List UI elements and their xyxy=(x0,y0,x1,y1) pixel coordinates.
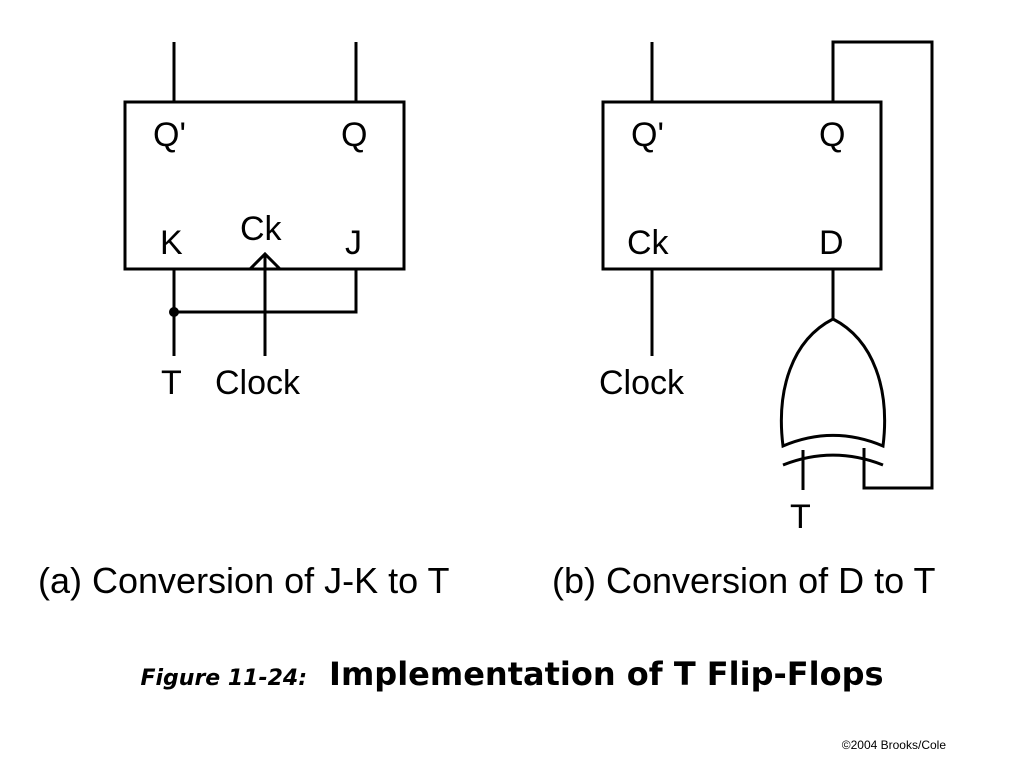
d-flip-flop-circuit: Q' Q Ck D Clock T xyxy=(599,40,934,536)
d-flip-flop-box xyxy=(601,100,883,271)
d-q-feedback-wire xyxy=(831,40,934,490)
figure-caption: Figure 11-24: Implementation of T Flip-Fl… xyxy=(0,655,1024,693)
jk-j-input-wire xyxy=(174,269,358,314)
figure-title: Implementation of T Flip-Flops xyxy=(329,655,884,693)
jk-input-t-label: T xyxy=(161,364,182,402)
d-pin-q-bar: Q' xyxy=(631,116,664,154)
xor-gate-input-arc xyxy=(782,453,884,467)
d-pin-q: Q xyxy=(819,116,845,154)
d-pin-ck: Ck xyxy=(627,224,670,262)
d-input-t-label: T xyxy=(790,498,811,536)
caption-b: (b) Conversion of D to T xyxy=(552,560,935,601)
d-pin-d: D xyxy=(819,224,844,262)
jk-pin-j: J xyxy=(345,224,362,262)
jk-flip-flop-box xyxy=(123,100,406,271)
caption-a: (a) Conversion of J-K to T xyxy=(38,560,450,601)
figure-label: Figure 11-24: xyxy=(140,666,308,691)
jk-pin-q: Q xyxy=(341,116,367,154)
jk-junction-dot xyxy=(169,307,179,317)
jk-input-clock-label: Clock xyxy=(215,364,301,402)
jk-pin-k: K xyxy=(160,224,183,262)
copyright-notice: ©2004 Brooks/Cole xyxy=(841,738,946,752)
jk-pin-ck: Ck xyxy=(240,210,283,248)
jk-flip-flop-circuit: Q' Q K Ck J T Clock xyxy=(123,42,406,402)
jk-pin-q-bar: Q' xyxy=(153,116,186,154)
d-input-clock-label: Clock xyxy=(599,364,685,402)
xor-gate xyxy=(779,317,887,449)
